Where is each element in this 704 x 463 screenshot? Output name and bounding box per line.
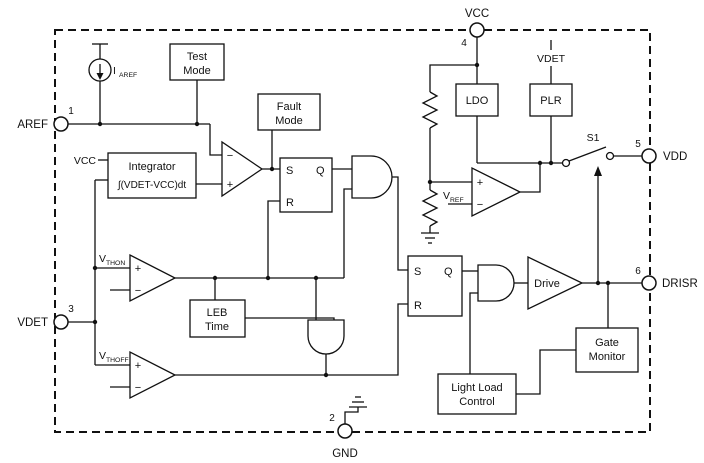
pin5-label: VDD xyxy=(663,151,687,163)
vthoff-plus-sign: + xyxy=(135,360,141,372)
vthon-minus-sign: − xyxy=(135,285,141,297)
pin4-label: VCC xyxy=(465,8,489,20)
block-fault-mode: Fault Mode xyxy=(257,93,321,131)
pin2-number: 2 xyxy=(329,413,335,424)
leb-time-line2: Time xyxy=(205,321,229,333)
s1-control-arrow xyxy=(594,166,602,176)
junction-dots xyxy=(92,62,611,378)
integrator-formula: ∫(VDET-VCC)dt xyxy=(117,180,187,191)
pin3-label: VDET xyxy=(17,317,48,329)
vref-subscript: REF xyxy=(450,197,464,204)
vdet-plr-label: VDET xyxy=(537,53,566,65)
light-load-line1: Light Load xyxy=(451,382,502,394)
fault-mode-line1: Fault xyxy=(277,101,301,113)
vref-comparator: + − xyxy=(471,166,522,218)
vthon-label: V xyxy=(99,253,106,265)
current-source xyxy=(88,58,112,82)
vthon-plus-sign: + xyxy=(135,263,141,275)
ldo-label: LDO xyxy=(466,95,489,107)
vthoff-comparator: + − xyxy=(129,350,177,400)
light-load-line2: Control xyxy=(459,396,494,408)
block-gate-monitor: Gate Monitor xyxy=(575,327,639,373)
plr-label: PLR xyxy=(540,95,561,107)
block-leb-time: LEB Time xyxy=(189,299,246,338)
vthoff-minus-sign: − xyxy=(135,382,141,394)
pin-vdet: 3 VDET xyxy=(17,304,74,330)
pin3-number: 3 xyxy=(68,304,74,315)
latch1-s-label: S xyxy=(286,165,293,177)
vthoff-label: V xyxy=(99,350,106,362)
pin1-number: 1 xyxy=(68,106,74,117)
and-gate-2 xyxy=(477,264,515,302)
drive-buffer: Drive xyxy=(527,255,584,311)
block-integrator: Integrator ∫(VDET-VCC)dt xyxy=(107,152,197,199)
s1-switch xyxy=(561,151,615,168)
vref-plus-sign: + xyxy=(477,177,483,189)
wires xyxy=(68,37,642,424)
integrator-line1: Integrator xyxy=(128,161,175,173)
vref-minus-sign: − xyxy=(477,199,483,211)
comp1-plus-sign: + xyxy=(227,179,233,191)
pin-vdd: 5 VDD xyxy=(635,139,687,164)
pin4-number: 4 xyxy=(461,38,467,49)
pin-vcc: 4 VCC xyxy=(461,8,489,49)
pin-drisr: 6 DRISR xyxy=(635,266,698,291)
latch2-r-label: R xyxy=(414,300,422,312)
latch1-r-label: R xyxy=(286,197,294,209)
test-mode-line2: Mode xyxy=(183,65,211,77)
vthon-subscript: THON xyxy=(106,260,125,267)
test-mode-line1: Test xyxy=(187,51,207,63)
and-gate-1 xyxy=(351,155,393,199)
leb-time-line1: LEB xyxy=(207,307,228,319)
drive-label: Drive xyxy=(534,278,560,290)
iaref-label: I xyxy=(113,65,116,77)
block-test-mode: Test Mode xyxy=(169,43,225,81)
block-plr: PLR xyxy=(529,83,573,117)
block-light-load-control: Light Load Control xyxy=(437,373,517,415)
block-ldo: LDO xyxy=(455,83,499,117)
comp1-minus-sign: − xyxy=(227,150,233,162)
pin2-label: GND xyxy=(332,448,358,460)
s1-label: S1 xyxy=(587,132,600,144)
latch1-q-label: Q xyxy=(316,165,325,177)
pin-gnd: 2 GND xyxy=(329,413,358,460)
pin-aref: 1 AREF xyxy=(17,106,74,132)
pin6-label: DRISR xyxy=(662,278,698,290)
pin6-number: 6 xyxy=(635,266,641,277)
vcc-internal-label: VCC xyxy=(74,155,97,167)
vthon-comparator: + − xyxy=(129,253,177,303)
pin5-number: 5 xyxy=(635,139,641,150)
sr-latch-1: S Q R xyxy=(279,157,333,213)
gate-monitor-line2: Monitor xyxy=(589,351,626,363)
pin1-label: AREF xyxy=(17,119,48,131)
fault-mode-line2: Mode xyxy=(275,115,303,127)
and-gate-down xyxy=(307,319,345,355)
vthoff-subscript: THOFF xyxy=(106,357,129,364)
iaref-subscript: AREF xyxy=(119,72,137,79)
sr-latch-2: S Q R xyxy=(407,255,463,317)
integrator-comparator: − + xyxy=(221,140,264,198)
vref-label: V xyxy=(443,190,450,202)
gate-monitor-line1: Gate xyxy=(595,337,619,349)
latch2-q-label: Q xyxy=(444,266,453,278)
latch2-s-label: S xyxy=(414,266,421,278)
